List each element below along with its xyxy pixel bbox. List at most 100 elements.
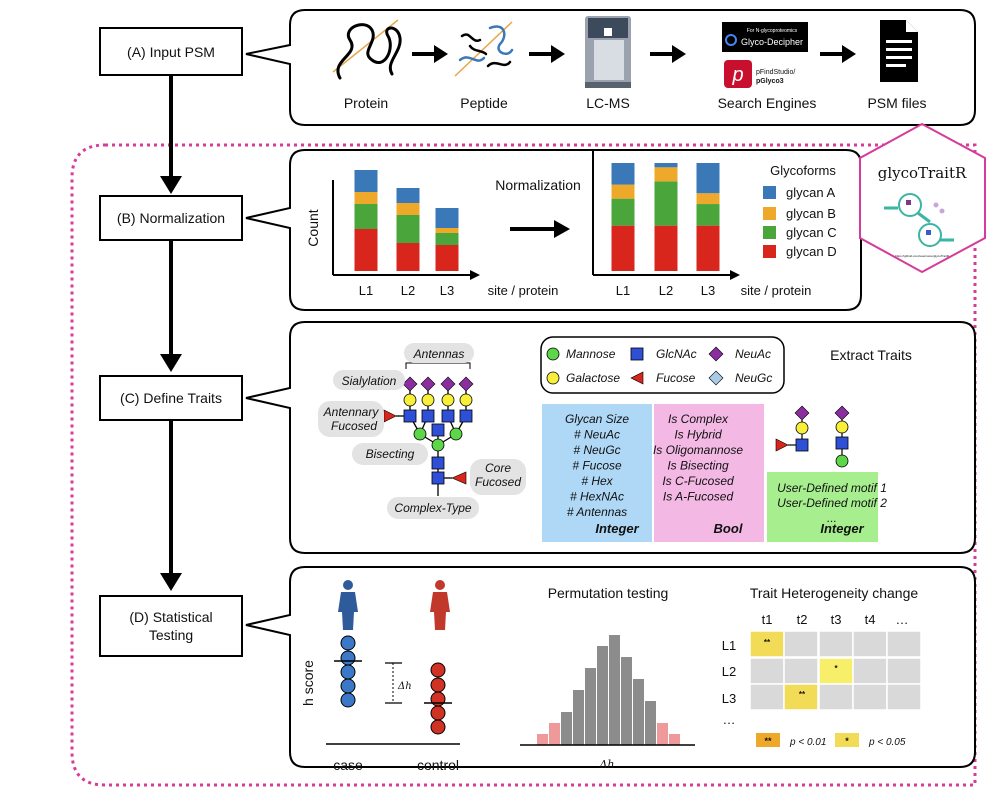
galactose-icon xyxy=(546,371,560,385)
svg-text:GlcNAc: GlcNAc xyxy=(656,347,697,361)
step-a-label: (A) Input PSM xyxy=(127,44,215,60)
row-l3: L3 xyxy=(722,691,736,706)
hist-bar-6 xyxy=(597,646,608,745)
y-axis-label-left: Count xyxy=(305,209,321,246)
hist-bar-4 xyxy=(573,690,584,745)
flow-arrows xyxy=(160,76,182,591)
input-item-protein: Protein xyxy=(344,95,388,111)
svg-text:For N-glycoproteomics: For N-glycoproteomics xyxy=(747,28,798,34)
mannose-icon xyxy=(546,347,560,361)
cell-r1-c3 xyxy=(818,630,854,658)
logo-text: glycoTraitR xyxy=(878,164,967,182)
input-item-psm-files: PSM files xyxy=(867,95,926,111)
motif-title: Integer xyxy=(820,521,864,536)
svg-text:pFindStudio/: pFindStudio/ xyxy=(756,69,795,76)
case-dots xyxy=(334,635,362,708)
normalization-arrow-label: Normalization xyxy=(495,177,581,193)
tick-l1-right: L1 xyxy=(616,283,630,298)
file-icon xyxy=(880,20,918,82)
glcnac-icon xyxy=(630,347,644,361)
control-figure xyxy=(430,580,450,630)
tick-l2-right: L2 xyxy=(659,283,673,298)
step-d-label-2: Testing xyxy=(149,627,193,643)
svg-text:pGlyco3: pGlyco3 xyxy=(756,78,784,85)
list-motif-item-3: ... xyxy=(827,511,837,525)
p05-label: p < 0.05 xyxy=(868,737,906,748)
fucose-icon xyxy=(630,371,644,385)
svg-text:Mannose: Mannose xyxy=(566,347,616,361)
list-motif-item-1: User-Defined motif 1 xyxy=(777,481,887,495)
bar-l2-glycan-b xyxy=(396,203,420,215)
histogram-bars xyxy=(537,635,680,745)
cell-r2-c5 xyxy=(886,657,922,685)
glyco-decipher-logo: For N-glycoproteomics Glyco-Decipher xyxy=(722,22,808,52)
bar-l2-glycan-b xyxy=(654,167,678,182)
integer-trait-list: Glycan Size# NeuAc# NeuGc# Fucose# Hex# … xyxy=(565,412,629,519)
bar-l2-glycan-c xyxy=(396,215,420,243)
hist-bar-1 xyxy=(537,734,548,745)
list-integer-item-4: # Fucose xyxy=(572,459,622,473)
cell-r3-c2 xyxy=(783,683,819,711)
hist-bar-9 xyxy=(633,679,644,745)
bar-l1-glycan-b xyxy=(354,192,378,204)
hist-bar-8 xyxy=(621,657,632,745)
neuac-icon xyxy=(708,346,724,362)
row-more: … xyxy=(723,712,736,727)
legend-title: Glycoforms xyxy=(770,163,836,178)
cell-r3-c1 xyxy=(749,683,785,711)
step-c-label: (C) Define Traits xyxy=(120,390,222,406)
step-d-label-1: (D) Statistical xyxy=(129,609,212,625)
label-antennas: Antennas xyxy=(413,347,465,361)
col-t4: t4 xyxy=(865,612,876,627)
bool-title: Bool xyxy=(714,521,743,536)
list-integer-item-1: Glycan Size xyxy=(565,412,629,426)
integer-title: Integer xyxy=(595,521,639,536)
cell-l3-mark: ** xyxy=(799,690,806,699)
hist-bar-7 xyxy=(609,635,620,745)
case-figure xyxy=(338,580,358,630)
svg-text:Fucose: Fucose xyxy=(656,371,696,385)
hist-bar-10 xyxy=(645,701,656,745)
neugc-icon xyxy=(708,370,724,386)
bar-l3-glycan-c xyxy=(696,204,720,226)
list-bool-item-2: Is Hybrid xyxy=(674,428,722,442)
bar-l2-glycan-d xyxy=(396,243,420,271)
glycotraitr-boundary xyxy=(70,143,977,787)
legend-swatch-d xyxy=(763,245,776,258)
h-score-label: h score xyxy=(300,660,316,706)
bar-l1-glycan-d xyxy=(354,229,378,271)
x-axis-label-left: site / protein xyxy=(488,283,559,298)
col-more: … xyxy=(896,612,909,627)
cell-r1-c5 xyxy=(886,630,922,658)
label-bisecting: Bisecting xyxy=(366,447,415,461)
stacked-bars-left xyxy=(354,170,459,271)
cell-r2-c2 xyxy=(783,657,819,685)
list-integer-item-7: # Antennas xyxy=(567,505,627,519)
permutation-histogram: Permutation testing Δh xyxy=(520,585,695,771)
input-item-lcms: LC-MS xyxy=(586,95,630,111)
legend-glycan-d: glycan D xyxy=(786,244,837,259)
svg-text:p: p xyxy=(731,64,743,86)
legend-swatch-a xyxy=(763,186,776,199)
structure-labels: Antennas Sialylation Antennary Fucosed B… xyxy=(318,343,526,519)
hist-bar-3 xyxy=(561,712,572,745)
control-dots xyxy=(424,662,452,735)
list-bool-item-3: Is Oligomannose xyxy=(653,443,743,457)
bar-l3-glycan-d xyxy=(435,245,459,271)
bar-l2-glycan-a xyxy=(396,188,420,203)
legend-glycan-a: glycan A xyxy=(786,185,835,200)
svg-text:*: * xyxy=(845,736,849,746)
tick-l1-left: L1 xyxy=(359,283,373,298)
svg-text:**: ** xyxy=(764,736,772,746)
lcms-icon xyxy=(585,16,631,88)
cell-r1-c2 xyxy=(783,630,819,658)
bar-l3-glycan-c xyxy=(435,233,459,245)
bar-l3-glycan-b xyxy=(696,193,720,205)
x-axis-label-right: site / protein xyxy=(741,283,812,298)
p05-swatch xyxy=(835,733,859,747)
cell-l1-mark: ** xyxy=(764,638,771,647)
logo-url: https://github.com/username/glycoTraitR xyxy=(895,254,950,258)
